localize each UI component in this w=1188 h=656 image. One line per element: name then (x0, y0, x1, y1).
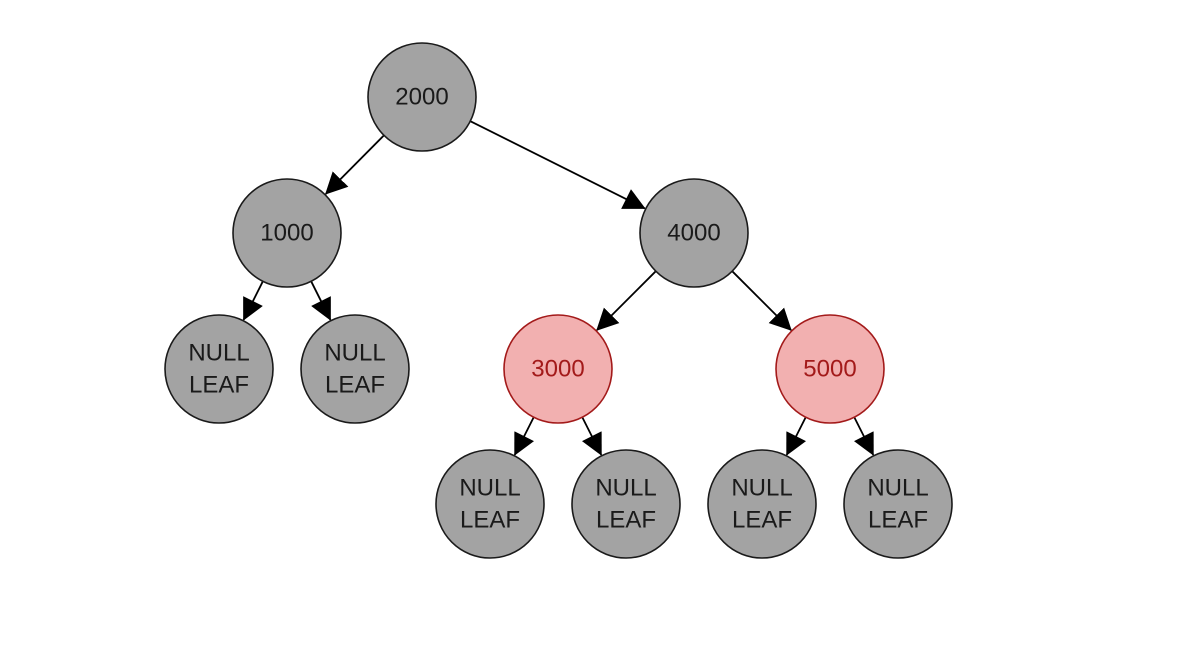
tree-node-n1000: 1000 (232, 178, 342, 288)
edge-n1000-to-leaf2 (310, 280, 332, 321)
node-label: LEAF (868, 507, 928, 534)
node-label: 1000 (260, 220, 313, 247)
node-label: LEAF (189, 372, 249, 399)
node-circle (843, 449, 953, 559)
edge-n3000-to-leaf3 (513, 416, 535, 456)
node-label: 5000 (803, 356, 856, 383)
node-circle (707, 449, 817, 559)
node-label: NULL (459, 475, 520, 502)
node-label: LEAF (325, 372, 385, 399)
tree-node-n5000: 5000 (775, 314, 885, 424)
edge-n4000-to-n5000 (731, 270, 792, 331)
node-label: NULL (324, 340, 385, 367)
node-label: 3000 (531, 356, 584, 383)
node-circle (164, 314, 274, 424)
node-label: NULL (595, 475, 656, 502)
tree-node-leaf1: NULL LEAF (164, 314, 274, 424)
edge-n4000-to-n3000 (596, 270, 657, 331)
tree-node-leaf4: NULL LEAF (571, 449, 681, 559)
tree-node-n2000: 2000 (367, 42, 477, 152)
edge-n5000-to-leaf6 (853, 416, 875, 456)
tree-node-n4000: 4000 (639, 178, 749, 288)
node-label: 2000 (395, 84, 448, 111)
tree-node-leaf6: NULL LEAF (843, 449, 953, 559)
node-circle (300, 314, 410, 424)
node-label: LEAF (460, 507, 520, 534)
node-label: LEAF (596, 507, 656, 534)
edge-n2000-to-n4000 (469, 120, 646, 210)
node-label: NULL (731, 475, 792, 502)
node-label: LEAF (732, 507, 792, 534)
tree-node-n3000: 3000 (503, 314, 613, 424)
node-label: NULL (188, 340, 249, 367)
tree-node-leaf5: NULL LEAF (707, 449, 817, 559)
tree-node-leaf2: NULL LEAF (300, 314, 410, 424)
node-circle (571, 449, 681, 559)
node-label: 4000 (667, 220, 720, 247)
node-label: NULL (867, 475, 928, 502)
tree-node-leaf3: NULL LEAF (435, 449, 545, 559)
node-circle (775, 314, 885, 424)
node-circle (435, 449, 545, 559)
edge-n3000-to-leaf4 (581, 416, 603, 456)
edge-n1000-to-leaf1 (242, 280, 264, 321)
node-circle (232, 178, 342, 288)
node-circle (367, 42, 477, 152)
edge-n5000-to-leaf5 (785, 416, 807, 456)
node-circle (503, 314, 613, 424)
edges-layer (242, 120, 875, 456)
edge-n2000-to-n1000 (325, 134, 385, 195)
node-circle (639, 178, 749, 288)
